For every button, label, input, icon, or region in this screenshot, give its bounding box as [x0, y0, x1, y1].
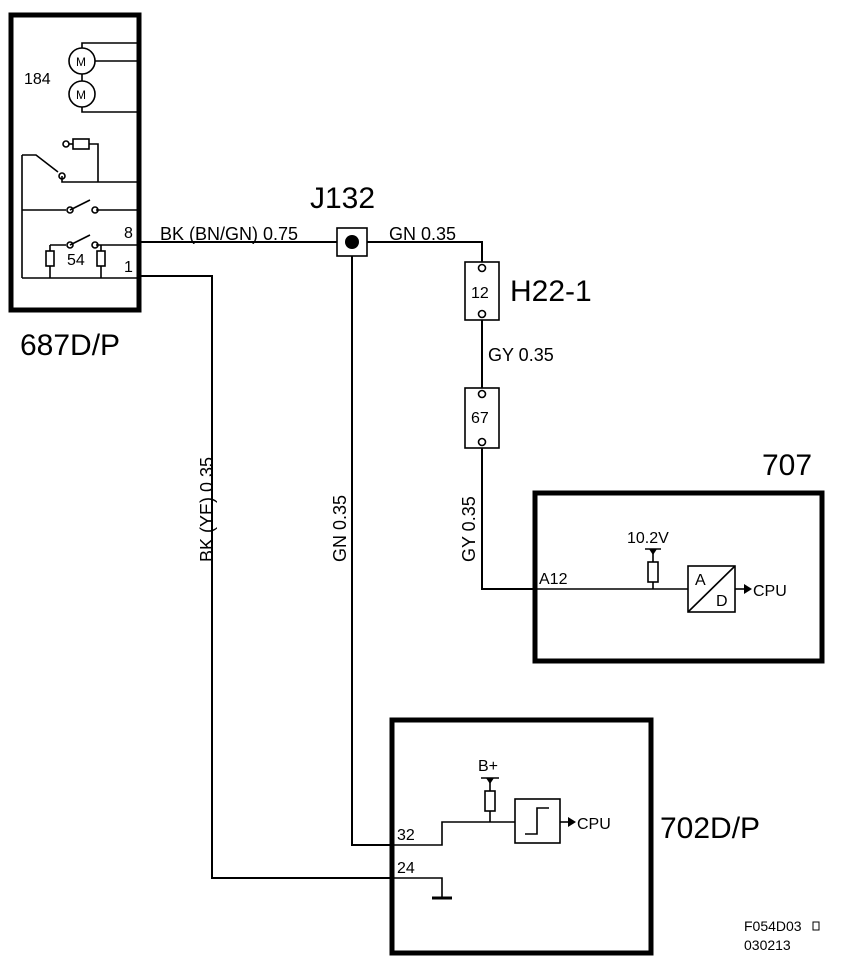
junction-dot-icon — [345, 235, 359, 249]
resistor-icon — [45, 250, 55, 267]
connector-h22-label: H22-1 — [510, 275, 592, 308]
figure-code: F054D03 — [744, 918, 802, 934]
pin-24-label: 24 — [397, 860, 415, 877]
component-707-label: 707 — [762, 449, 812, 482]
cpu-label: CPU — [753, 583, 787, 600]
wire-687-to-702 — [139, 275, 392, 879]
motor-wiring — [81, 42, 138, 113]
adc-d-label: D — [716, 593, 728, 610]
ground-icon — [392, 877, 452, 900]
wire-j132-to-702 — [351, 256, 392, 846]
component-702: 702D/P 32 24 B+ CPU — [389, 717, 760, 956]
wire-j132-h22-label: GN 0.35 — [389, 224, 456, 244]
voltage-label: 10.2V — [627, 530, 669, 547]
motor-icon: M — [68, 80, 96, 108]
pullup-resistor-icon — [481, 777, 499, 822]
component-707-box — [532, 490, 825, 664]
junction-j132-label: J132 — [310, 182, 375, 215]
schmitt-trigger-icon — [514, 798, 561, 844]
component-702-box — [389, 717, 654, 956]
pin-8-label: 8 — [124, 225, 133, 242]
figure-date: 030213 — [744, 937, 791, 953]
adc-icon: A D — [687, 565, 736, 613]
wire-h22-67-label: GY 0.35 — [488, 345, 554, 365]
wire-687-j132-label: BK (BN/GN) 0.75 — [160, 224, 298, 244]
switch-icon — [22, 138, 138, 183]
component-687-label: 687D/P — [20, 329, 120, 362]
pin-32-label: 32 — [397, 827, 415, 844]
connector-pin-67-label: 67 — [471, 410, 489, 427]
motor-group-label: 184 — [24, 71, 51, 88]
component-702-label: 702D/P — [660, 812, 760, 845]
wire-67-707-label: GY 0.35 — [459, 496, 479, 562]
cpu-label: CPU — [577, 816, 611, 833]
pullup-resistor-icon — [645, 548, 661, 589]
pin-a12-label: A12 — [539, 571, 568, 588]
connector-pin-12-label: 12 — [471, 285, 489, 302]
resistor-icon — [72, 138, 90, 150]
component-687-box — [8, 12, 142, 313]
wire-67-to-707 — [481, 448, 535, 590]
wire-687-702-label: BK (YE) 0.35 — [197, 457, 217, 562]
supply-label: B+ — [478, 758, 498, 775]
pin-1-label: 1 — [124, 259, 133, 276]
wire-j132-to-h22 — [367, 241, 483, 262]
connector-h22-pin-12: 12 — [464, 261, 500, 321]
svg-text:M: M — [76, 55, 86, 69]
resistor-icon — [96, 250, 106, 267]
component-54-label: 54 — [67, 252, 85, 269]
code-box-icon — [812, 921, 820, 931]
component-707: 707 A12 10.2V A D CPU — [532, 449, 825, 664]
relay-54: 54 — [22, 234, 138, 279]
component-687: 687D/P M M 184 — [8, 12, 142, 362]
wire-j132-702-label: GN 0.35 — [330, 495, 350, 562]
svg-text:M: M — [76, 88, 86, 102]
connector-h22-pin-67: 67 — [464, 387, 500, 449]
adc-a-label: A — [695, 572, 706, 589]
junction-j132: J132 — [310, 182, 375, 257]
motor-icon: M — [68, 47, 96, 75]
switch-icon — [22, 199, 138, 214]
